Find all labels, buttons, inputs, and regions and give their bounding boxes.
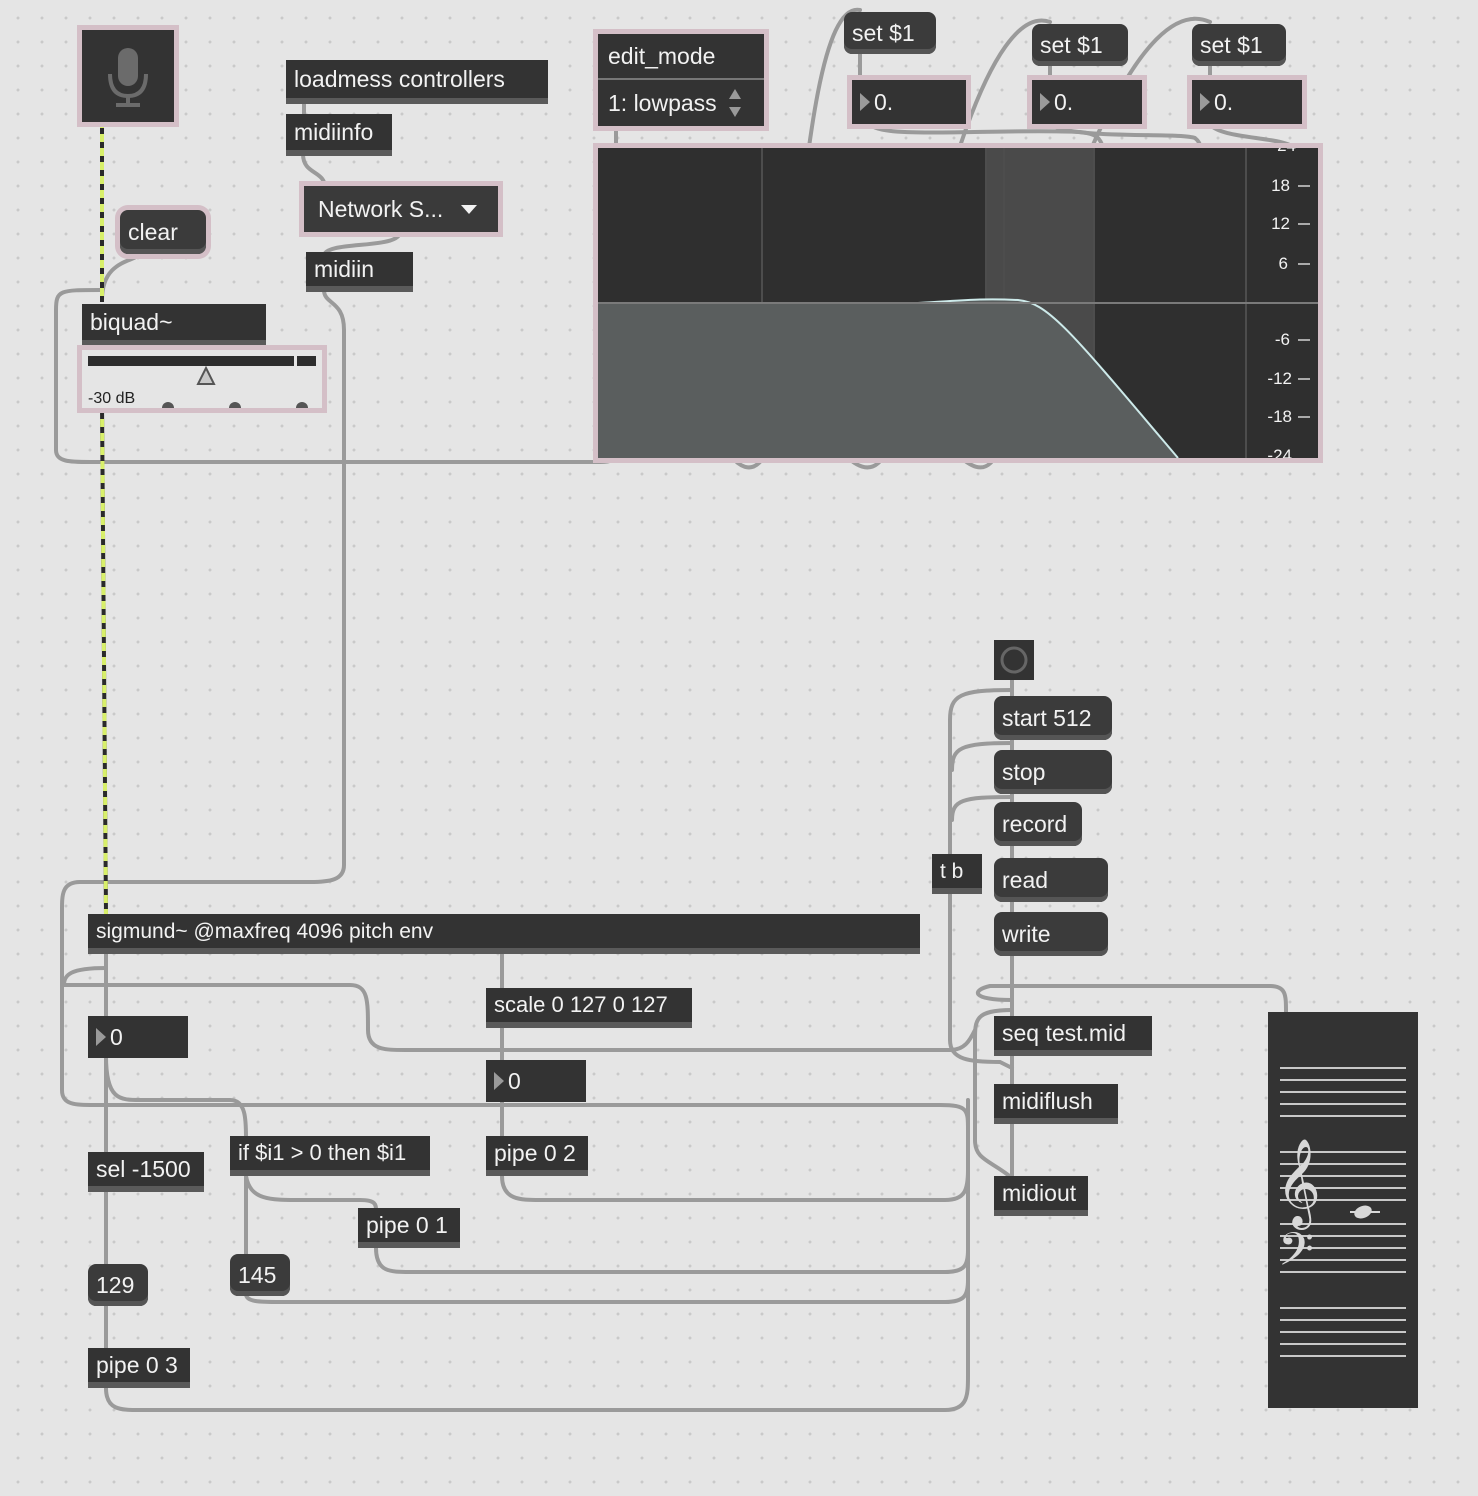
if-object[interactable]: if $i1 > 0 then $i1 <box>230 1136 430 1176</box>
pipe-0-2-object[interactable]: pipe 0 2 <box>486 1136 588 1176</box>
int-box-left[interactable]: 0 <box>88 1016 188 1058</box>
biquad-object[interactable]: biquad~ <box>82 304 266 346</box>
pipe-0-1-object[interactable]: pipe 0 1 <box>358 1208 460 1248</box>
db-tick-6: 6 <box>1278 254 1288 273</box>
midi-device-menu[interactable]: Network S... <box>304 186 498 232</box>
db-tick-minus12: -12 <box>1267 369 1292 388</box>
svg-text:𝄢: 𝄢 <box>1278 1223 1314 1288</box>
record-message[interactable]: record <box>994 802 1082 846</box>
microphone-icon <box>108 48 148 107</box>
float-box-3[interactable]: 0. <box>1192 80 1302 124</box>
db-tick-minus18: -18 <box>1267 407 1292 426</box>
gain-label: -30 dB <box>88 390 136 407</box>
trigger-bang-object[interactable]: t b <box>932 854 982 894</box>
db-tick-minus24: -24 <box>1267 446 1292 458</box>
updown-arrow-icon <box>728 89 741 117</box>
filtergraph[interactable]: 24 18 12 6 -6 -12 -18 -24 <box>598 148 1318 458</box>
gain-marker <box>294 356 297 366</box>
sigmund-object[interactable]: sigmund~ @maxfreq 4096 pitch env <box>88 914 920 954</box>
db-tick-24: 24 <box>1277 148 1296 156</box>
seq-object[interactable]: seq test.mid <box>994 1016 1152 1056</box>
read-message[interactable]: read <box>994 858 1108 902</box>
outlet-dot <box>162 402 174 408</box>
db-tick-minus6: -6 <box>1274 330 1290 349</box>
loadmess-object[interactable]: loadmess controllers <box>286 60 548 104</box>
midiout-object[interactable]: midiout <box>994 1176 1088 1216</box>
set-message-3[interactable]: set $1 <box>1192 24 1286 66</box>
db-tick-12: 12 <box>1271 214 1290 233</box>
message-129[interactable]: 129 <box>88 1264 148 1306</box>
edit-mode-object[interactable]: edit_mode <box>598 34 764 80</box>
stop-message[interactable]: stop <box>994 750 1112 794</box>
float-value-1: 0. <box>874 88 894 115</box>
bang-button[interactable] <box>994 640 1034 680</box>
set-message-2[interactable]: set $1 <box>1032 24 1128 66</box>
filter-curve <box>598 148 1318 458</box>
int-value-mid: 0 <box>508 1067 521 1094</box>
float-value-3: 0. <box>1214 88 1234 115</box>
start-message[interactable]: start 512 <box>994 696 1112 740</box>
outlet-dot <box>296 402 308 408</box>
bang-icon <box>1000 646 1028 674</box>
keyboard-staff-slider[interactable]: 𝄞 𝄢 <box>1268 1012 1418 1408</box>
edit-mode-panel: edit_mode 1: lowpass <box>598 34 764 126</box>
int-value-left: 0 <box>110 1023 123 1050</box>
treble-bass-clef-icon: 𝄞 𝄢 <box>1276 1067 1406 1357</box>
db-tick-18: 18 <box>1271 176 1290 195</box>
sel-object[interactable]: sel -1500 <box>88 1152 204 1192</box>
arrow-icon <box>860 93 870 111</box>
gain-track <box>88 356 316 366</box>
dropdown-arrow-icon <box>461 204 478 214</box>
arrow-icon <box>494 1072 504 1090</box>
outlet-dot <box>229 402 241 408</box>
write-message[interactable]: write <box>994 912 1108 956</box>
pipe-0-3-object[interactable]: pipe 0 3 <box>88 1348 190 1388</box>
gain-slider[interactable]: -30 dB <box>82 350 322 408</box>
gain-knob-icon <box>196 366 216 385</box>
float-box-2[interactable]: 0. <box>1032 80 1142 124</box>
filter-mode-label: 1: lowpass <box>608 89 717 116</box>
arrow-icon <box>1200 93 1210 111</box>
midiinfo-object[interactable]: midiinfo <box>286 114 392 156</box>
set-message-1[interactable]: set $1 <box>844 12 936 54</box>
scale-object[interactable]: scale 0 127 0 127 <box>486 988 692 1028</box>
midiin-object[interactable]: midiin <box>306 252 413 292</box>
filter-mode-menu[interactable]: 1: lowpass <box>598 80 764 126</box>
menu-label: Network S... <box>318 195 444 222</box>
svg-text:𝄞: 𝄞 <box>1276 1137 1321 1230</box>
float-value-2: 0. <box>1054 88 1074 115</box>
adc-object[interactable] <box>82 30 174 122</box>
clear-message[interactable]: clear <box>120 210 206 254</box>
float-box-1[interactable]: 0. <box>852 80 966 124</box>
arrow-icon <box>96 1028 106 1046</box>
arrow-icon <box>1040 93 1050 111</box>
int-box-mid[interactable]: 0 <box>486 1060 586 1102</box>
message-145[interactable]: 145 <box>230 1254 290 1296</box>
midiflush-object[interactable]: midiflush <box>994 1084 1118 1124</box>
